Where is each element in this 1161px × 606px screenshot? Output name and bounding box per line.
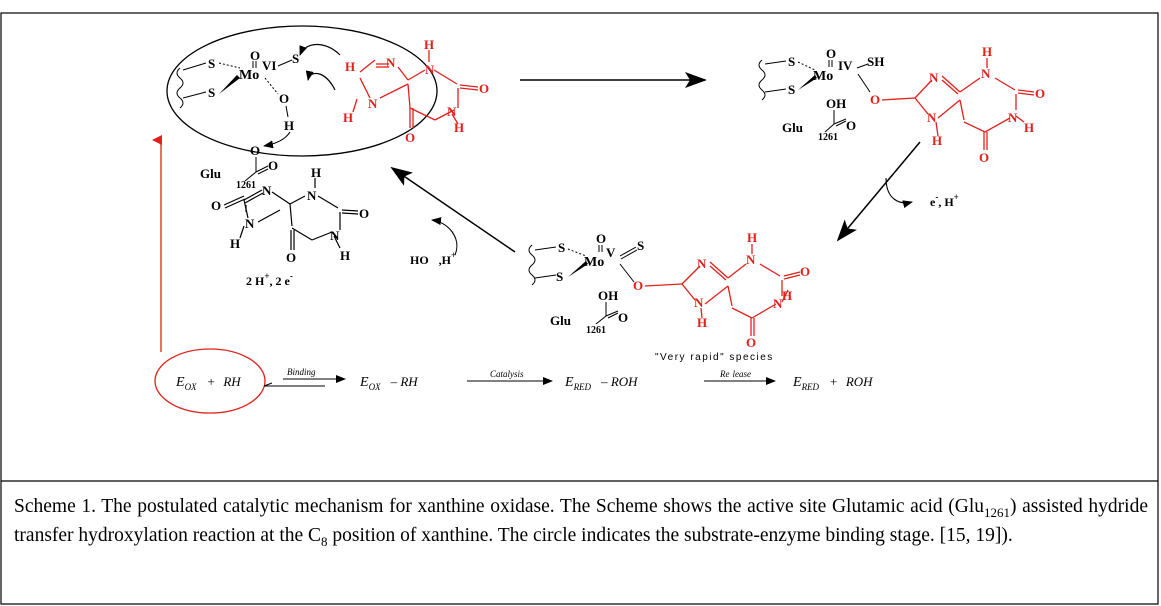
ua-o6: O <box>286 250 296 265</box>
sulfido-s-3: S <box>637 238 644 253</box>
eq-e-ox-1: EOX+RH <box>175 374 241 392</box>
xan2-h9: H <box>932 133 942 148</box>
binding-label: Binding <box>287 367 316 377</box>
ox-state-v: V <box>606 245 616 260</box>
xan3-n7: N <box>697 256 707 271</box>
ua-h9: H <box>230 236 240 251</box>
xan3-n9: N <box>694 295 704 310</box>
ua-o8: O <box>211 198 221 213</box>
ua-h3: H <box>311 165 321 180</box>
bridging-o-2: O <box>633 278 643 293</box>
s-label-2: S <box>208 85 215 100</box>
kinetic-equation: EOX+RH Binding EOX– RH Catalysis ERED– R… <box>175 367 873 392</box>
xanthine-substrate <box>352 50 479 128</box>
s-label-3: S <box>788 54 795 69</box>
eq-complex-1: EOX– RH <box>359 374 418 392</box>
s-label-5: S <box>558 240 565 255</box>
s-label-6: S <box>556 269 563 284</box>
xan-h3: H <box>424 37 434 52</box>
xan2-h1: H <box>1024 120 1034 135</box>
mo-oxo-3: O <box>596 231 606 246</box>
glu-num-1: 1261 <box>236 180 256 191</box>
glu-label-3: Glu <box>550 313 571 328</box>
ho-label: HO,H+ <box>410 250 456 267</box>
xan2-n9: N <box>927 110 937 125</box>
mo-sulfido: S <box>292 51 299 66</box>
glu-o-3: O <box>618 310 628 325</box>
xan-o6: O <box>405 130 415 145</box>
xan2-n1: N <box>1008 110 1018 125</box>
glu-num-3: 1261 <box>586 325 606 336</box>
glu-carbonyl-o: O <box>268 158 278 173</box>
reactant-circle <box>154 348 266 414</box>
xan-o2: O <box>479 81 489 96</box>
xan3-h3: H <box>747 230 757 245</box>
binding-ellipse <box>166 25 438 157</box>
xan2-n7: N <box>929 70 939 85</box>
eq-complex-2: ERED– ROH <box>564 374 638 392</box>
figure-caption: Scheme 1. The postulated catalytic mecha… <box>14 496 1148 549</box>
hydroxo-h: H <box>284 118 294 133</box>
xan2-h3: H <box>982 44 992 59</box>
arrow-to-binding <box>390 166 516 253</box>
eq-products: ERED+ROH <box>792 374 873 392</box>
catalysis-label: Catalysis <box>490 369 524 379</box>
mo-label: Mo <box>239 68 259 83</box>
glu-oxygen: O <box>250 143 260 158</box>
mo-v-very-rapid-species: S S Mo O V S O OH O Glu 1261 <box>528 230 810 363</box>
xan3-n3: N <box>746 252 756 267</box>
xan-n7: N <box>386 55 396 70</box>
ox-state-iv: IV <box>838 58 853 73</box>
mo-oxo: O <box>250 48 260 63</box>
arrow-to-very-rapid <box>836 141 921 242</box>
ua-n7: N <box>262 183 272 198</box>
mo-label-2: Mo <box>813 69 833 84</box>
s-label-4: S <box>788 82 795 97</box>
ua-n1: N <box>330 228 340 243</box>
mo-iv-intermediate: S S Mo O IV SH O OH O Glu 1261 <box>758 44 1045 165</box>
glu-oh-3: OH <box>598 288 618 303</box>
xan2-o6: O <box>979 150 989 165</box>
ua-n3: N <box>307 188 317 203</box>
xan-n9: N <box>368 96 378 111</box>
very-rapid-label: "Very rapid" species <box>655 352 774 363</box>
ua-n9: N <box>245 216 255 231</box>
bridging-o-1: O <box>870 92 880 107</box>
xan-h8: H <box>345 59 355 74</box>
xan-n1: N <box>447 104 457 119</box>
xan3-o2: O <box>800 264 810 279</box>
xan3-h9: H <box>697 315 707 330</box>
xan-h1: H <box>454 120 464 135</box>
mo-oxo-2: O <box>826 46 836 61</box>
products-label: 2 H+, 2 e- <box>246 271 293 288</box>
glu-label-1: Glu <box>200 166 221 181</box>
xan2-n3: N <box>981 66 991 81</box>
glu-oh-1: OH <box>826 96 846 111</box>
glu-num-2: 1261 <box>818 132 838 143</box>
ua-h1: H <box>340 248 350 263</box>
ua-o2: O <box>359 206 369 221</box>
electron-label: e-, H+ <box>930 192 959 209</box>
xan-h9: H <box>343 110 353 125</box>
glu-label-2: Glu <box>782 120 803 135</box>
xan2-o2: O <box>1035 86 1045 101</box>
binding-complex: S S Mo O VI S O H O O Glu 1261 <box>166 25 489 191</box>
ox-state-vi: VI <box>262 58 276 73</box>
xan-n3: N <box>425 62 435 77</box>
xan3-o6: O <box>746 335 756 350</box>
xan3-n1: N <box>773 296 783 311</box>
xan3-h1: H <box>782 288 792 303</box>
glu-o-2: O <box>846 118 856 133</box>
s-label-1: S <box>208 56 215 71</box>
uric-acid-product <box>223 178 359 250</box>
mo-label-3: Mo <box>584 255 604 270</box>
hydroxo-o: O <box>279 91 289 106</box>
sh-label: SH <box>867 54 884 69</box>
